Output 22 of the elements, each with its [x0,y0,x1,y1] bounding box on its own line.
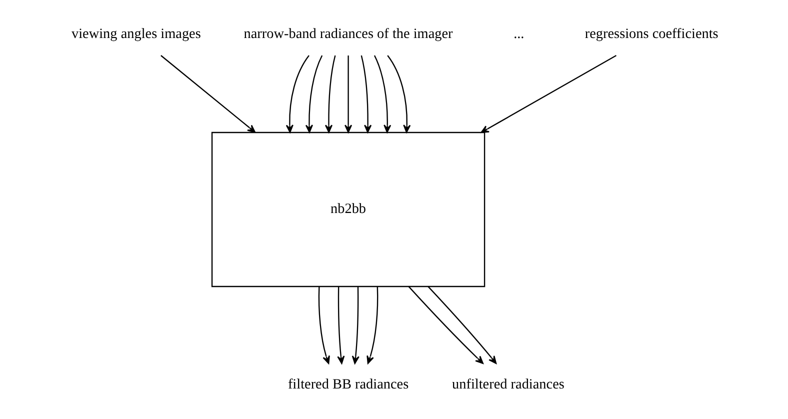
arrow [160,55,256,133]
arrow [427,286,496,364]
node-text: viewing angles images [71,26,200,42]
arrow [373,55,391,133]
arrow [366,286,378,364]
arrow [318,286,330,364]
node-text: unfiltered radiances [452,376,564,393]
node-box: nb2bb [210,132,485,288]
node-text: filtered BB radiances [287,376,408,393]
arrow [304,55,322,133]
arrow [408,286,484,364]
arrow [480,54,616,134]
arrow [351,286,359,364]
arrow [324,55,336,133]
arrow [336,286,344,364]
arrow [360,55,372,133]
node-text: narrow-band radiances of the imager [243,26,452,42]
arrow [285,55,309,133]
label: ... [513,26,524,42]
node-text: regressions coefficients [584,26,718,42]
arrow [344,56,352,133]
arrow [386,55,410,133]
